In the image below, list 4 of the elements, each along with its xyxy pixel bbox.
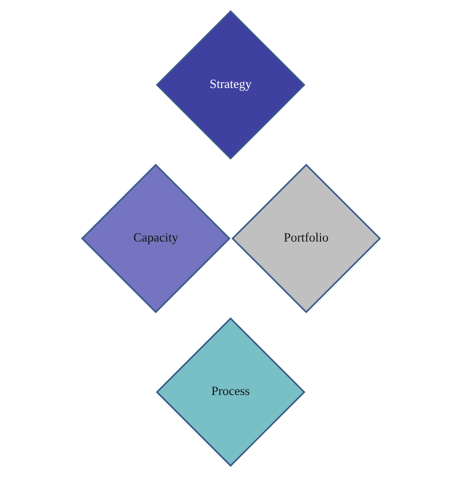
node-diamond: Portfolio	[231, 164, 381, 314]
node-diamond: Process	[156, 317, 306, 467]
node-diamond: Strategy	[156, 10, 306, 160]
node-diamond: Capacity	[81, 164, 231, 314]
